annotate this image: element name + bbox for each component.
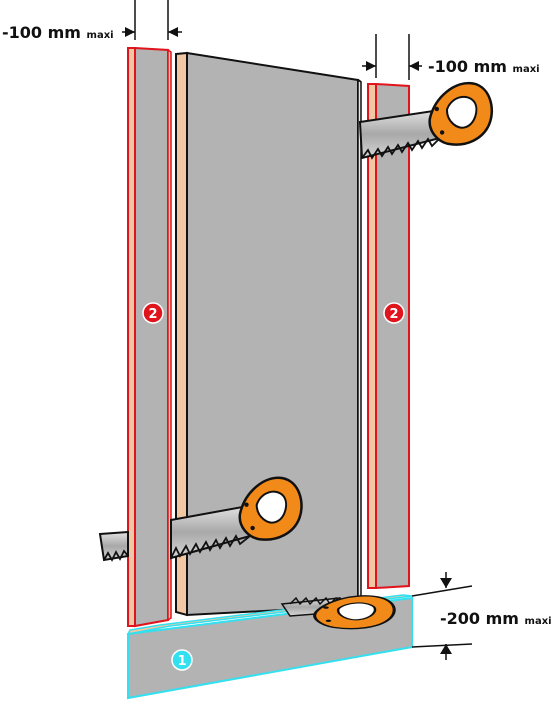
right-jamb — [367, 82, 410, 590]
badge-label: 2 — [389, 307, 398, 322]
dimension-value: -100 mm — [428, 57, 507, 76]
dimension-value: -100 mm — [2, 23, 81, 42]
svg-text:-100 mm maxi: -100 mm maxi — [428, 57, 540, 76]
svg-text:-200 mm maxi: -200 mm maxi — [440, 609, 552, 628]
svg-text:-100 mm maxi: -100 mm maxi — [2, 23, 114, 42]
badge-label: 2 — [148, 307, 157, 322]
badge-label: 1 — [177, 654, 186, 669]
dimension-sub: maxi — [525, 616, 552, 627]
badge-left-jamb: 2 — [142, 302, 164, 324]
badge-bottom-rail: 1 — [171, 649, 193, 671]
left-jamb — [127, 46, 172, 628]
saw-bottom — [280, 594, 396, 631]
dimension-sub: maxi — [87, 30, 114, 41]
door-panel — [175, 51, 362, 617]
dimension-bottom-right: -200 mm maxi — [411, 572, 552, 660]
dimension-value: -200 mm — [440, 609, 519, 628]
dimension-top-left: -100 mm maxi — [2, 0, 182, 42]
badge-right-jamb: 2 — [383, 302, 405, 324]
saw-top-right — [358, 78, 498, 160]
dimension-sub: maxi — [513, 64, 540, 75]
saw-middle-left — [98, 472, 309, 562]
dimension-top-right: -100 mm maxi — [362, 34, 540, 80]
